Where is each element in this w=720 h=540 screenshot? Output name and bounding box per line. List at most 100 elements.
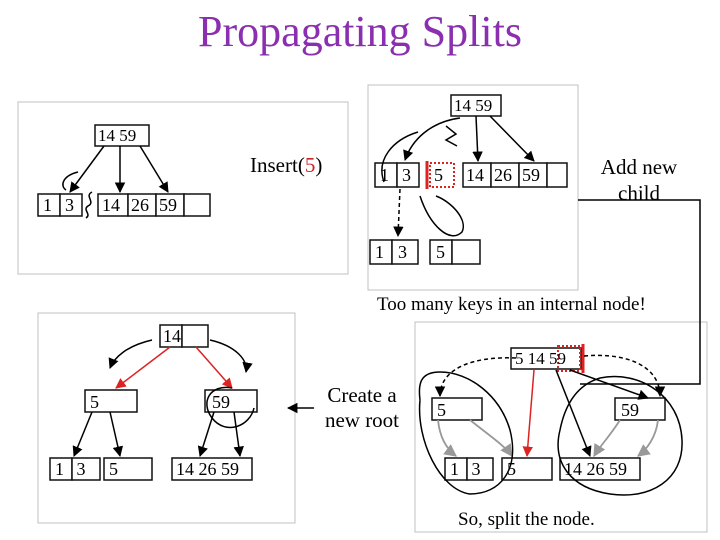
p4-right-node-key: 59 <box>212 392 230 412</box>
p2-new-right-key: 5 <box>436 242 445 262</box>
p4-root-node-cell-2 <box>181 324 209 348</box>
p4-arrow-r1 <box>197 411 215 458</box>
p3-dashed-left <box>434 357 517 398</box>
too-many-keys-caption: Too many keys in an internal node! <box>377 294 646 315</box>
p3-arrow-right-1 <box>555 369 592 457</box>
p3-root-keys: 5 14 59 <box>515 349 566 368</box>
insert-word: Insert( <box>250 153 305 177</box>
p1-leaf-cell-6 <box>183 193 211 217</box>
p3-loop-right <box>557 375 683 496</box>
p2-leaf-cell-3 <box>462 162 492 188</box>
split-caption: So, split the node. <box>458 509 595 530</box>
panel-2 <box>369 94 568 265</box>
insert-close: ) <box>315 153 323 177</box>
p4-loop-right <box>206 386 255 429</box>
p2-leaf-key-6: 59 <box>522 165 540 185</box>
p1-leaf-key-4: 26 <box>131 195 149 215</box>
panel-3-frame <box>37 312 296 524</box>
p4-arrow-r2 <box>233 411 244 458</box>
p2-leaf-key-5: 26 <box>494 165 512 185</box>
p1-leaf-key-1: 1 <box>43 195 52 215</box>
p4-red-arrow-left <box>115 346 171 389</box>
p2-root-keys: 14 59 <box>454 96 493 115</box>
p4-leaf-2 <box>103 457 153 481</box>
p3-root-highlight <box>557 345 581 372</box>
p3-left-node-key: 5 <box>437 400 446 420</box>
p2-leaf-cell-7 <box>546 162 568 188</box>
p3-gray-right-1 <box>593 419 621 458</box>
p1-leaf-key-2: 3 <box>65 195 74 215</box>
p1-arrow-left <box>69 145 105 193</box>
panel-4 <box>49 324 258 481</box>
slide-title: Propagating Splits <box>198 7 522 56</box>
insert-value: 5 <box>304 153 316 177</box>
p4-root-key: 14 <box>163 326 181 346</box>
p3-gray-left-2 <box>469 419 513 458</box>
p4-leaf-3-keys: 14 26 59 <box>176 459 239 479</box>
p2-to-p3-connector <box>578 199 701 385</box>
p2-new-left-key-2: 3 <box>398 242 407 262</box>
p4-leaf-1-cell-2 <box>71 457 101 481</box>
p2-leaf-key-4: 14 <box>466 165 484 185</box>
p1-curve-hook <box>62 171 79 191</box>
p2-leaf-key-2: 3 <box>402 165 411 185</box>
p2-leaf-key-1: 1 <box>380 165 389 185</box>
panel-1-frame <box>17 101 349 275</box>
p4-curl-right <box>209 339 253 374</box>
p3-loop-left <box>418 371 514 495</box>
p1-squiggle <box>85 191 93 219</box>
p2-dashed-down <box>393 188 404 238</box>
p3-leaf-2-keys: 5 <box>507 459 516 479</box>
p2-leaf-cell-6 <box>518 162 548 188</box>
p3-arrow-right-2 <box>569 369 649 400</box>
p3-leaf-3-keys: 14 26 59 <box>564 459 627 479</box>
p2-leaf-cell-5 <box>429 162 455 188</box>
p2-new-left-key-1: 1 <box>375 242 384 262</box>
panel-1 <box>37 124 211 219</box>
p4-arrow-l1 <box>72 411 93 457</box>
p1-leaf-key-3: 14 <box>102 195 120 215</box>
p3-gray-right-2 <box>636 419 659 457</box>
p3-leaf-1-cell-2 <box>466 457 494 481</box>
p4-leaf-1-keys: 1 3 <box>55 459 86 479</box>
panel-2-frame <box>367 84 579 291</box>
panel-3 <box>418 344 683 496</box>
p1-leaf-key-5: 59 <box>159 195 177 215</box>
p4-red-arrow-right <box>195 346 233 389</box>
p4-left-node-key: 5 <box>90 392 99 412</box>
p1-leaf-cell-2 <box>59 193 83 217</box>
p1-root-node <box>94 124 150 147</box>
p3-right-node-key: 59 <box>621 400 639 420</box>
p2-new-leaf-right-2 <box>451 239 481 265</box>
p3-root-node <box>510 347 582 370</box>
p1-arrow-right <box>139 145 169 193</box>
p3-red-arrow <box>522 369 535 458</box>
p3-leaf-3 <box>559 457 641 481</box>
p2-leaf-key-3: 5 <box>434 165 443 185</box>
p2-leaf-cell-2 <box>396 162 420 188</box>
p2-loop-right <box>419 195 465 237</box>
p1-root-keys: 14 59 <box>98 126 137 145</box>
p3-left-node <box>431 397 483 421</box>
p4-curl-left <box>108 339 153 369</box>
p2-arrow-right <box>489 115 535 162</box>
p2-arrow-mid <box>472 115 483 163</box>
insert-label: Insert(5) <box>250 155 322 176</box>
p3-gray-left-1 <box>437 419 458 457</box>
p2-loop-left <box>381 131 419 183</box>
p2-arrow-left <box>403 117 461 161</box>
p2-new-leaf-left-2 <box>391 239 419 265</box>
p4-left-node <box>84 389 138 413</box>
p2-zigzag <box>444 125 458 147</box>
p3-leaf-1-keys: 1 3 <box>450 459 481 479</box>
p3-dashed-right <box>583 354 666 398</box>
p4-arrow-l2 <box>109 411 124 458</box>
add-new-child-note: Add new child <box>600 155 678 206</box>
p4-leaf-3 <box>171 457 253 481</box>
panel-4-frame <box>414 321 708 533</box>
p4-leaf-2-keys: 5 <box>109 459 118 479</box>
p4-right-node <box>204 389 258 413</box>
p3-leaf-2 <box>501 457 553 481</box>
create-new-root-label: Create a new root <box>324 383 400 433</box>
